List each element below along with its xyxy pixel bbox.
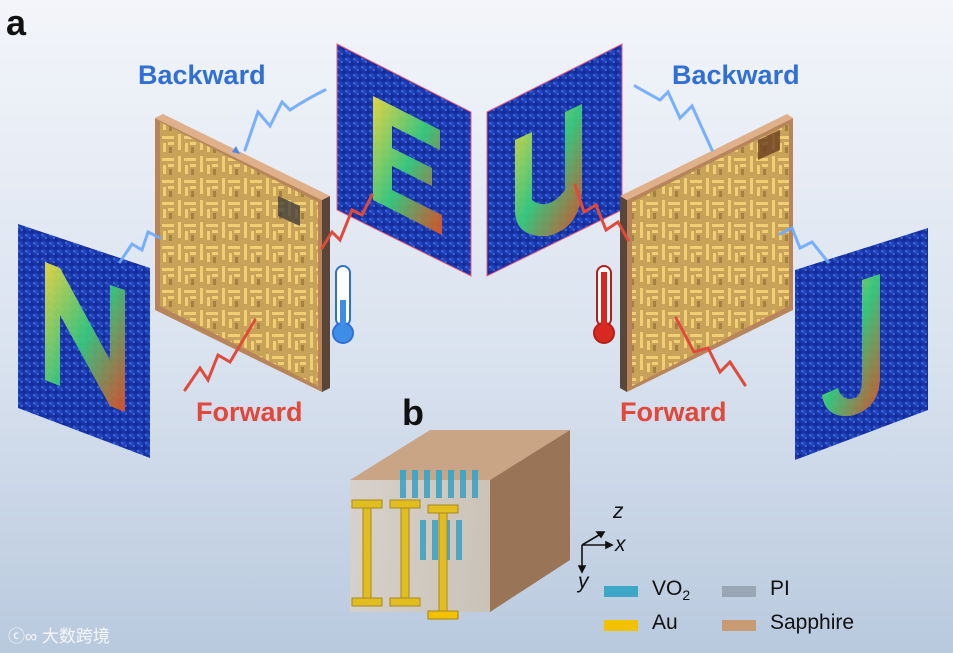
left-metasurface [155,114,330,392]
watermark-logo-icon: ⓒ∞ [8,627,38,646]
legend-swatch-pi [722,586,756,597]
forward-beams [183,183,747,392]
hologram-n [18,224,150,458]
watermark: ⓒ∞ 大数跨境 [8,627,110,646]
left-backward-label: Backward [138,60,266,90]
hologram-u [486,43,623,277]
hologram-e [336,43,472,277]
right-metasurface [620,114,793,392]
legend-label-vo2: VO2 [652,577,691,604]
legend-swatch-vo2 [604,586,638,597]
legend-swatch-au [604,620,638,631]
unit-cell-cube [350,430,570,620]
cold-thermometer-icon [332,265,354,344]
backward-beams [118,84,830,264]
legend-label-sapphire: Sapphire [770,611,855,634]
hologram-j [795,228,928,460]
axis-z-label: z [613,500,624,523]
legend-label-pi: PI [770,577,790,600]
right-backward-label: Backward [672,60,800,90]
left-forward-label: Forward [196,397,303,427]
right-forward-label: Forward [620,397,727,427]
axis-x-label: x [615,533,626,556]
legend-swatch-sapphire [722,620,756,631]
axis-y-label: y [578,570,589,593]
axes [577,531,614,574]
panel-label-a: a [6,2,27,43]
hot-thermometer-icon [593,265,615,344]
legend-label-au: Au [652,611,678,634]
panel-label-b: b [402,392,424,433]
